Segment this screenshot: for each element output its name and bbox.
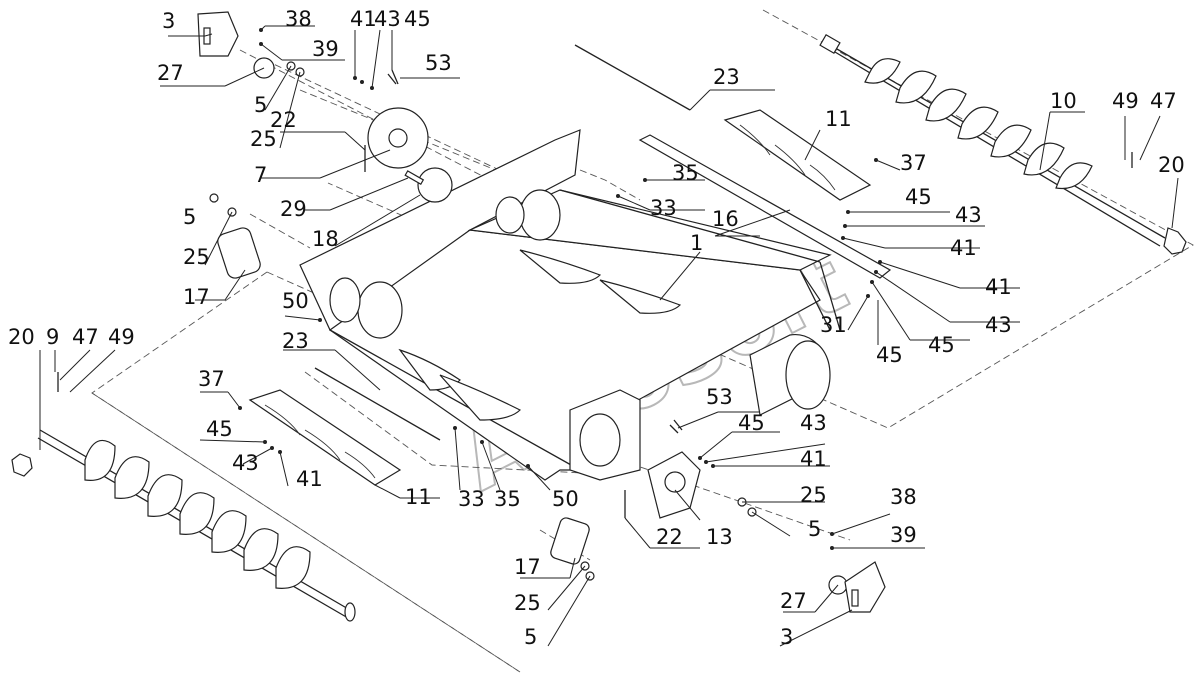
callout-35: 35 [672, 161, 699, 185]
callout-38: 38 [285, 7, 312, 31]
callout-49b: 49 [108, 325, 135, 349]
callout-41: 41 [350, 7, 377, 31]
callout-11: 11 [825, 107, 852, 131]
callout-47: 47 [1150, 89, 1177, 113]
callout-45e: 45 [206, 417, 233, 441]
callout-3: 3 [162, 9, 175, 33]
leader-lines [39, 25, 1179, 647]
callout-39b: 39 [890, 523, 917, 547]
callout-5: 5 [254, 93, 267, 117]
callout-41b: 41 [950, 236, 977, 260]
callout-18: 18 [312, 227, 339, 251]
callout-45b: 45 [905, 185, 932, 209]
trough-bottom [248, 389, 402, 486]
callout-27b: 27 [780, 589, 807, 613]
callout-25c: 25 [800, 483, 827, 507]
callout-41e: 41 [800, 447, 827, 471]
callout-7: 7 [254, 163, 267, 187]
callout-53b: 53 [706, 385, 733, 409]
callout-25d: 25 [514, 591, 541, 615]
callout-37: 37 [900, 151, 927, 175]
callout-41c: 41 [985, 275, 1012, 299]
callout-33: 33 [650, 196, 677, 220]
callout-17: 17 [183, 285, 210, 309]
callout-45d: 45 [928, 333, 955, 357]
callout-27: 27 [157, 61, 184, 85]
callout-43e: 43 [800, 411, 827, 435]
auger-top-right [819, 33, 1187, 255]
callout-35b: 35 [494, 487, 521, 511]
callout-9: 9 [46, 325, 59, 349]
callout-11b: 11 [405, 485, 432, 509]
callout-43b: 43 [955, 203, 982, 227]
callout-23b: 23 [282, 329, 309, 353]
callout-43c: 43 [985, 313, 1012, 337]
callout-43d: 43 [232, 451, 259, 475]
callout-5b: 5 [183, 205, 196, 229]
callout-13: 13 [706, 525, 733, 549]
callout-16: 16 [712, 207, 739, 231]
callout-53: 53 [425, 51, 452, 75]
callout-1: 1 [690, 231, 703, 255]
callout-17b: 17 [514, 555, 541, 579]
callout-33b: 33 [458, 487, 485, 511]
callout-50b: 50 [552, 487, 579, 511]
callout-22b: 22 [656, 525, 683, 549]
trough-top [723, 109, 872, 201]
callout-25: 25 [250, 127, 277, 151]
callout-47b: 47 [72, 325, 99, 349]
callout-37b: 37 [198, 367, 225, 391]
callout-43: 43 [374, 7, 401, 31]
callout-20: 20 [1158, 153, 1185, 177]
callout-39: 39 [312, 37, 339, 61]
auger-bottom-left [11, 429, 356, 622]
callout-41d: 41 [296, 467, 323, 491]
callout-10: 10 [1050, 89, 1077, 113]
small-parts [57, 11, 1133, 613]
callout-50: 50 [282, 289, 309, 313]
callout-3b: 3 [780, 625, 793, 649]
callout-29: 29 [280, 197, 307, 221]
callout-31: 31 [820, 313, 847, 337]
callout-38b: 38 [890, 485, 917, 509]
callout-45: 45 [404, 7, 431, 31]
callout-labels: 3 38 41 43 45 39 53 27 5 22 25 7 29 18 5… [8, 7, 1185, 649]
callout-25b: 25 [183, 245, 210, 269]
callout-23: 23 [713, 65, 740, 89]
main-housing [299, 129, 841, 481]
callout-5c: 5 [808, 517, 821, 541]
callout-5d: 5 [524, 625, 537, 649]
callout-45c: 45 [876, 343, 903, 367]
callout-22: 22 [270, 108, 297, 132]
rods-and-strips [314, 44, 892, 441]
callout-49: 49 [1112, 89, 1139, 113]
callout-20b: 20 [8, 325, 35, 349]
callout-45f: 45 [738, 411, 765, 435]
